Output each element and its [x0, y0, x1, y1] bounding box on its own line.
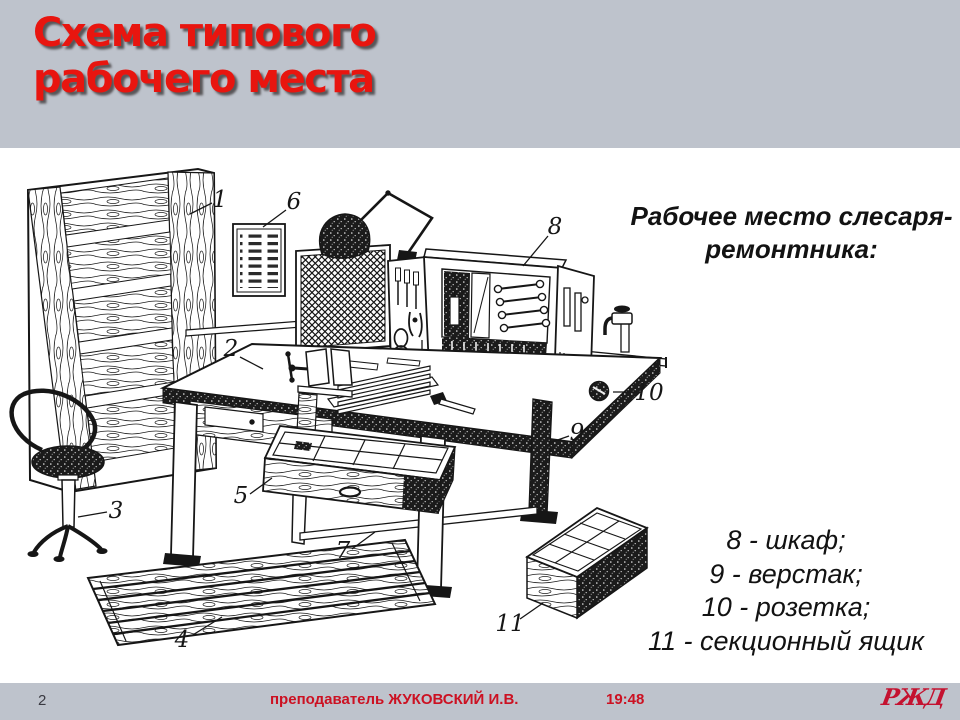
legend-item: 11 - секционный ящик	[647, 625, 925, 656]
open-drawer	[262, 425, 457, 515]
callout-leaders	[77, 202, 637, 637]
bench-tools	[326, 357, 476, 415]
sectional-box	[525, 506, 649, 620]
slide-title-line2: рабочего места	[33, 56, 375, 102]
wall-chart	[232, 223, 286, 297]
bench-front-leg	[170, 400, 198, 560]
workbench	[159, 342, 663, 598]
callout-2: 2	[223, 336, 239, 362]
callout-5: 5	[234, 483, 249, 509]
callout-8: 8	[548, 214, 563, 240]
annotation-line2: ремонтника:	[705, 234, 878, 264]
stool	[9, 388, 108, 562]
callout-11: 11	[495, 611, 524, 637]
legend-item: 10 - розетка;	[701, 592, 871, 622]
legend-item: 8 - шкаф;	[726, 525, 846, 555]
callout-labels: 1 2 3 4 5 6 7 8 9 10 11	[109, 187, 664, 653]
callout-6: 6	[287, 189, 302, 215]
footer-time: 19:48	[606, 691, 645, 708]
power-socket	[588, 380, 610, 402]
floor-grating	[86, 538, 437, 647]
vise	[285, 348, 353, 435]
slide-title-line1: Схема типового	[33, 10, 377, 56]
callout-9: 9	[570, 420, 585, 446]
slide-number: 2	[38, 692, 47, 709]
water-tap-icon	[603, 305, 633, 353]
workplace-diagram: 1 2 3 4 5 6 7 8 9 10 11	[9, 167, 667, 653]
legend-list: 8 - шкаф; 9 - верстак; 10 - розетка; 11 …	[612, 524, 960, 658]
callout-4: 4	[174, 627, 190, 653]
header-band	[0, 0, 960, 148]
slide-title: Схема типового рабочего места	[33, 10, 377, 102]
footer-band	[0, 683, 960, 720]
footer-credit: преподаватель ЖУКОВСКИЙ И.В.	[270, 691, 519, 708]
legend-item: 9 - верстак;	[709, 558, 863, 589]
annotation-heading: Рабочее место слесаря- ремонтника:	[623, 200, 960, 266]
callout-7: 7	[336, 538, 351, 564]
hammer-icon	[430, 392, 476, 415]
callout-3: 3	[109, 498, 124, 524]
annotation-line1: Рабочее место слесаря-	[630, 201, 953, 231]
callout-1: 1	[213, 187, 228, 213]
storage-rack	[26, 167, 218, 494]
rzd-logo: РЖД	[879, 684, 947, 711]
callout-10: 10	[634, 380, 663, 406]
bench-dark-leg	[528, 398, 553, 515]
wrench-icons	[493, 279, 551, 333]
mesh-screen	[295, 244, 391, 354]
